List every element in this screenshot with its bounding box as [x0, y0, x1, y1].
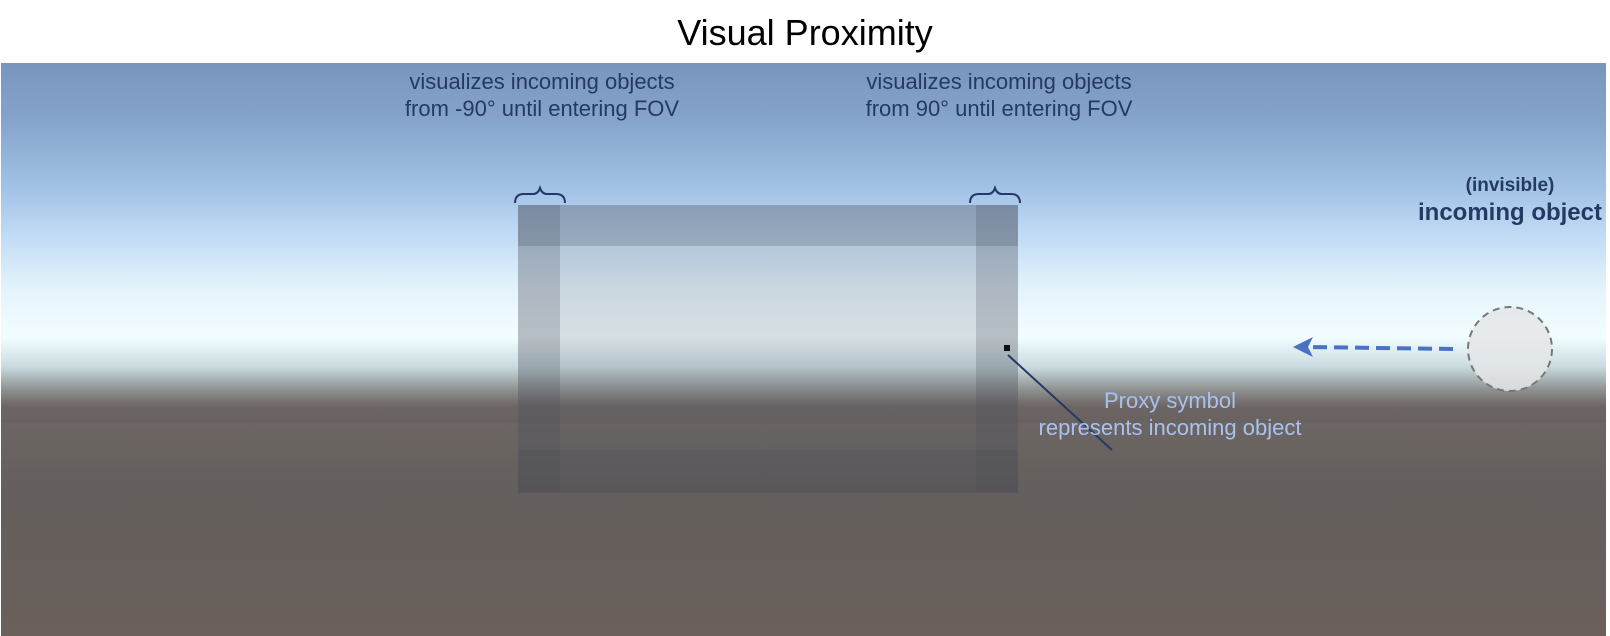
invisible-label: (invisible) [1465, 175, 1555, 196]
incoming-direction-arrow-line [1307, 345, 1454, 351]
left-zone-brace [514, 184, 566, 204]
right-zone-brace [969, 184, 1021, 204]
diagram-title: Visual Proximity [677, 12, 933, 53]
incoming-object-label: incoming object [1417, 199, 1602, 226]
fov-frame [518, 205, 1018, 493]
fov-top-band [518, 205, 1018, 246]
incoming-direction-arrowhead [1293, 337, 1313, 357]
proxy-symbol-label: Proxy symbol represents incoming object [1038, 388, 1302, 440]
horizon-haze [1, 393, 1606, 423]
left-proximity-zone [518, 205, 560, 493]
proxy-leader-line [1007, 354, 1113, 451]
proxy-symbol [1004, 345, 1010, 351]
incoming-object-circle [1467, 306, 1553, 392]
left-zone-annotation: visualizes incoming objects from -90° un… [404, 69, 680, 121]
right-zone-annotation: visualizes incoming objects from 90° unt… [865, 69, 1133, 121]
right-proximity-zone [976, 205, 1018, 493]
scene-viewport [1, 63, 1606, 636]
fov-bottom-band [518, 450, 1018, 493]
